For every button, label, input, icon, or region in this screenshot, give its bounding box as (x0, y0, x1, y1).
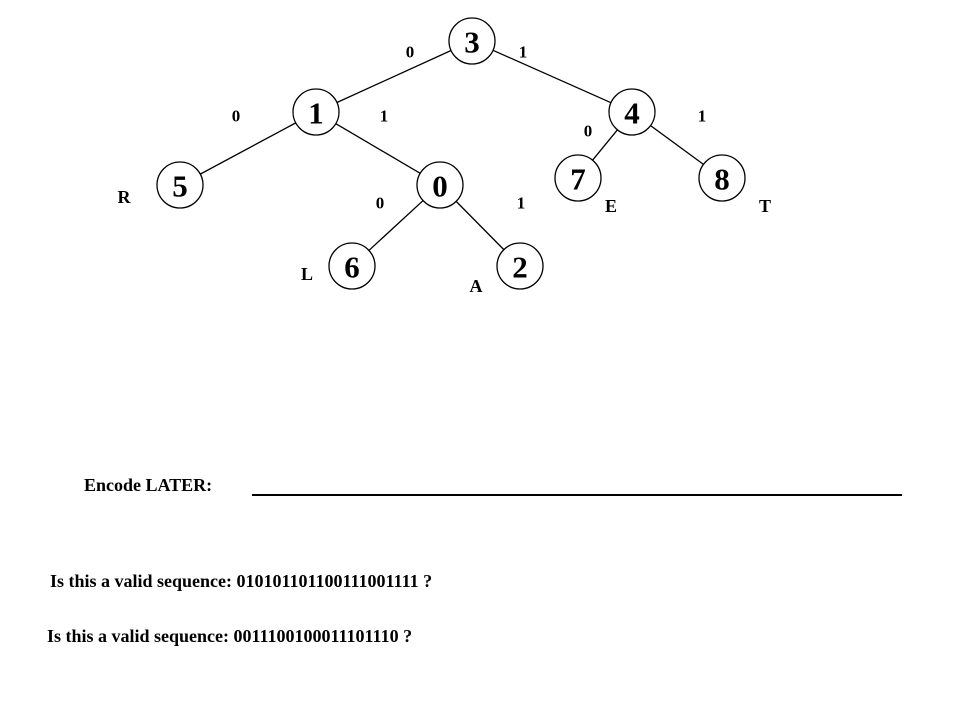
tree-node-label: 0 (432, 169, 448, 204)
leaf-symbol-n2: A (470, 276, 483, 296)
tree-node-n7: 7 (554, 154, 602, 202)
tree-node-n5: 5 (156, 161, 204, 209)
tree-edge-n4-n8 (650, 125, 704, 165)
tree-node-n6: 6 (328, 242, 376, 290)
tree-node-label: 8 (714, 162, 730, 197)
tree-node-label: 4 (624, 96, 640, 131)
edge-bit-label: 1 (519, 43, 528, 62)
edge-bit-label: 1 (517, 194, 526, 213)
edge-bit-label: 1 (380, 107, 389, 126)
tree-node-label: 7 (570, 162, 586, 197)
tree-node-n8: 8 (698, 154, 746, 202)
tree-edge-n3-n1 (336, 49, 452, 104)
tree-node-label: 2 (512, 250, 528, 285)
leaf-symbol-n5: R (118, 187, 132, 207)
edge-bit-label: 0 (232, 107, 241, 126)
tree-edge-n4-n7 (592, 129, 618, 161)
tree-node-label: 1 (308, 96, 324, 131)
tree-edge-n3-n4 (492, 49, 612, 104)
tree-node-n2: 2 (496, 242, 544, 290)
tree-node-label: 5 (172, 169, 188, 204)
tree-node-circle (448, 17, 496, 65)
leaf-symbol-n6: L (301, 264, 313, 284)
tree-node-circle (292, 88, 340, 136)
tree-node-n3: 3 (448, 17, 496, 65)
tree-node-circle (698, 154, 746, 202)
edge-bit-label: 1 (698, 107, 707, 126)
tree-edge-n1-n5 (199, 122, 297, 175)
tree-node-n0: 0 (416, 161, 464, 209)
tree-node-circle (496, 242, 544, 290)
valid-sequence-question-1: Is this a valid sequence: 01010110110011… (50, 571, 433, 591)
tree-node-label: 6 (344, 250, 360, 285)
tree-node-circle (554, 154, 602, 202)
tree-node-n4: 4 (608, 88, 656, 136)
edge-bit-label: 0 (376, 194, 385, 213)
tree-node-circle (328, 242, 376, 290)
edge-bit-label: 0 (584, 122, 593, 141)
tree-edge-n1-n0 (335, 123, 421, 174)
encode-prompt: Encode LATER: (84, 475, 213, 495)
tree-edge-n0-n6 (368, 200, 424, 251)
leaf-symbol-n7: E (605, 196, 617, 216)
tree-node-circle (608, 88, 656, 136)
edge-bit-label: 0 (406, 43, 415, 62)
huffman-tree-diagram: 3 1 4 5 0 7 8 6 2 0 1 0 1 0 1 0 1 R E T L A (118, 17, 771, 296)
tree-node-label: 3 (464, 25, 480, 60)
tree-node-circle (416, 161, 464, 209)
leaf-symbol-n8: T (759, 196, 771, 216)
tree-node-circle (156, 161, 204, 209)
tree-node-n1: 1 (292, 88, 340, 136)
encode-answer-blank (252, 494, 902, 496)
valid-sequence-question-2: Is this a valid sequence: 00111001000111… (47, 626, 413, 646)
tree-edge-n0-n2 (455, 200, 505, 251)
